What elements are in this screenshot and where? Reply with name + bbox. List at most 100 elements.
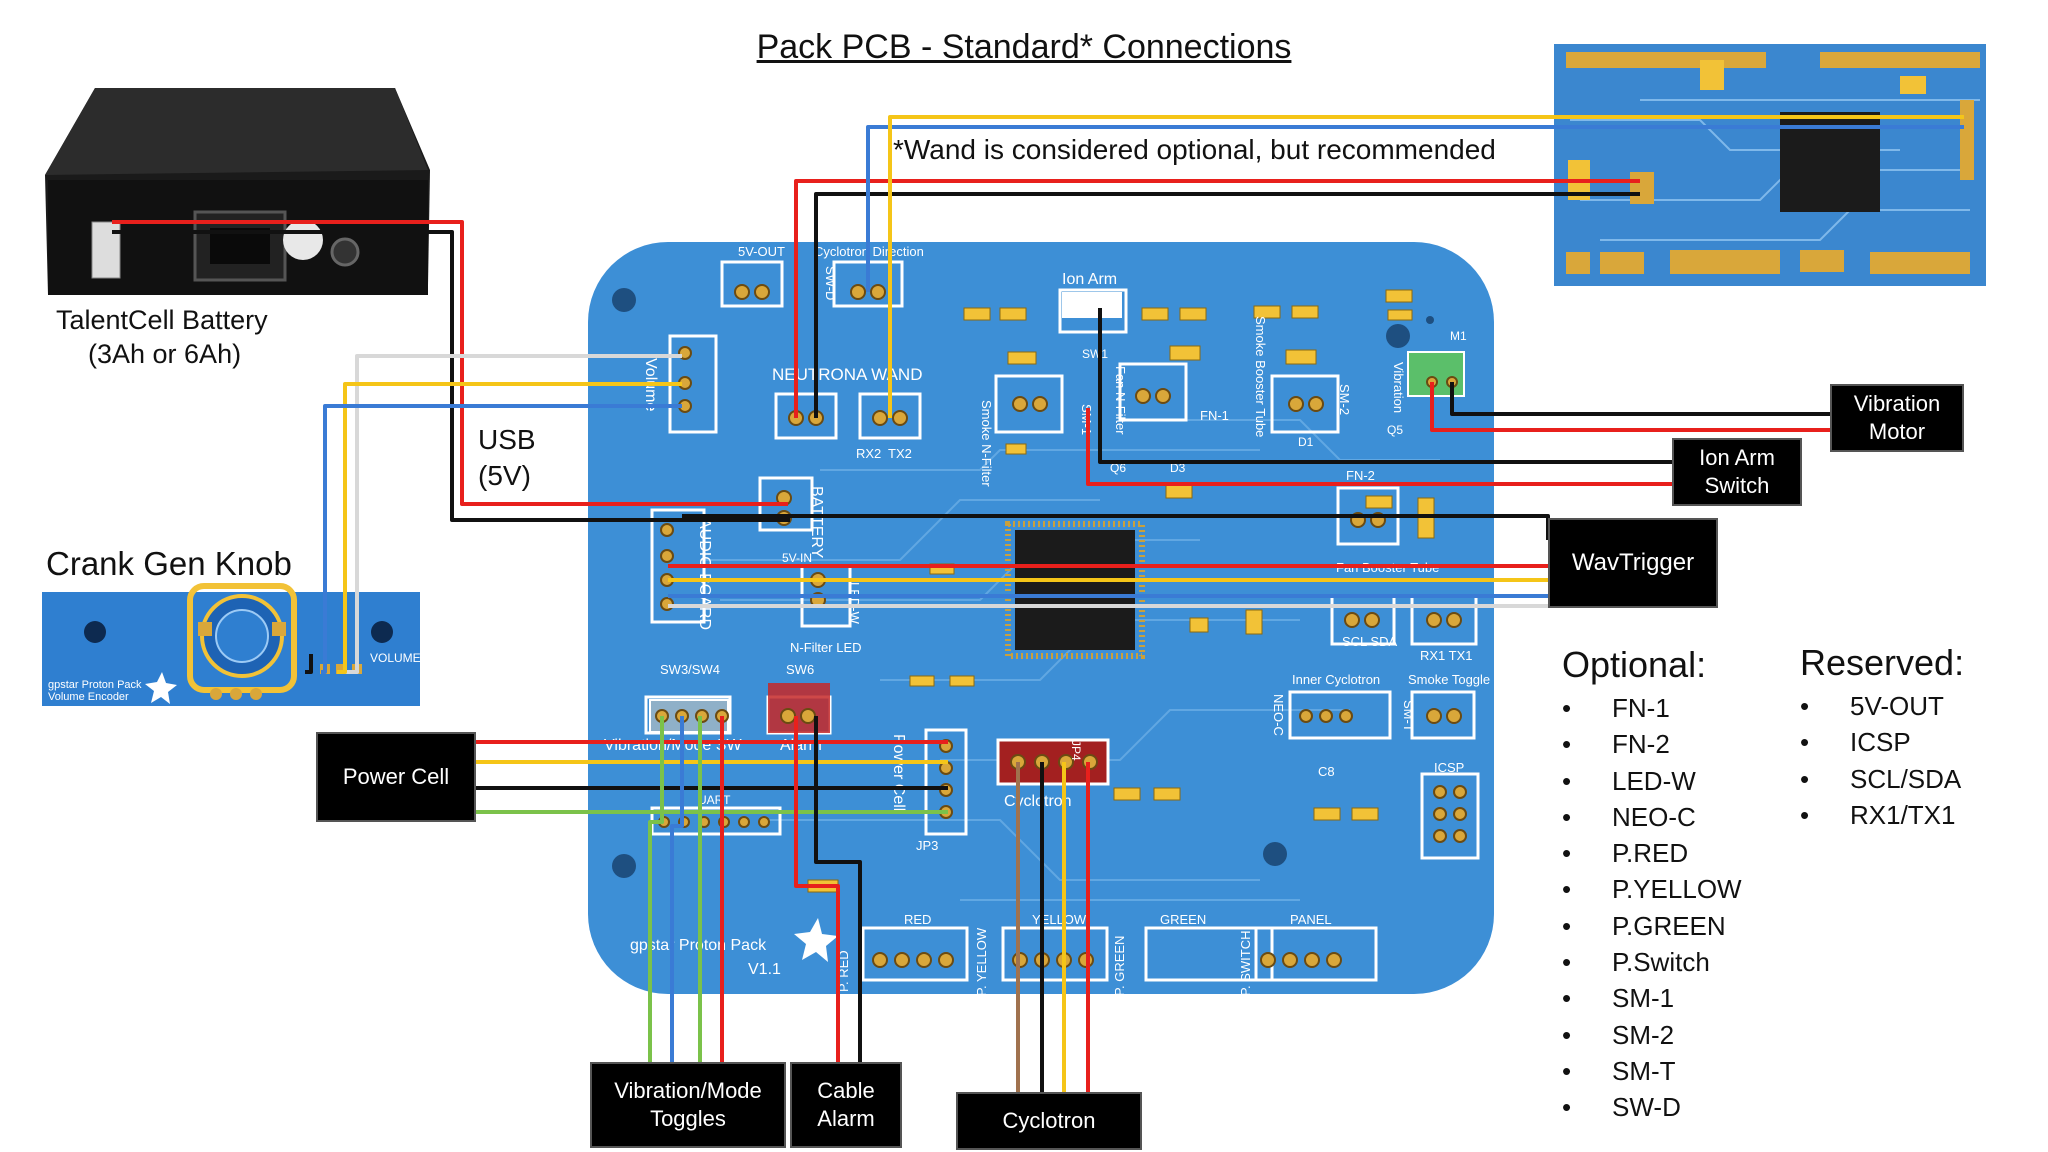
list-item: LED-W xyxy=(1562,763,1742,799)
power-cell-label: Power Cell xyxy=(342,764,450,789)
list-item: NEO-C xyxy=(1562,799,1742,835)
pcb-label-cyclotron: Cyclotron xyxy=(1004,793,1072,810)
list-item: SM-T xyxy=(1562,1053,1742,1089)
wire-toggle-green xyxy=(648,716,664,1070)
pcb-label-yellow: YELLOW xyxy=(1032,912,1087,927)
vibration-motor-line2: Motor xyxy=(1868,419,1926,444)
wire-battery-black xyxy=(112,230,790,522)
knob-board-brand2: Volume Encoder xyxy=(48,691,129,703)
knob-title: Crank Gen Knob xyxy=(46,545,292,582)
wire-wand-red xyxy=(794,179,1640,418)
wire-knob-black xyxy=(305,654,313,674)
pcb-label-n-filter-led: N-Filter LED xyxy=(790,640,862,655)
power-cell-box: Power Cell xyxy=(316,732,476,822)
list-item: SM-2 xyxy=(1562,1017,1742,1053)
pcb-label-rx1-tx1: RX1 TX1 xyxy=(1420,648,1473,663)
pcb-label-p-green: P. GREEN xyxy=(1112,936,1127,996)
knob-board-label: VOLUME xyxy=(370,651,421,665)
pcb-label-panel: PANEL xyxy=(1290,912,1332,927)
wires xyxy=(112,115,1964,1094)
pcb-label-green: GREEN xyxy=(1160,912,1206,927)
wire-ion-black xyxy=(1098,308,1672,464)
cyclotron-label: Cyclotron xyxy=(1002,1108,1096,1133)
list-item: P.YELLOW xyxy=(1562,871,1742,907)
knob-board-brand1: gpstar Proton Pack xyxy=(48,679,142,691)
pcb-label-d3: D3 xyxy=(1170,461,1186,475)
pcb-label-inner-cyclotron: Inner Cyclotron xyxy=(1292,672,1380,687)
pcb-label-battery: BATTERY xyxy=(808,486,825,559)
reserved-list: 5V-OUT ICSP SCL/SDA RX1/TX1 xyxy=(1800,688,1961,833)
wavtrigger-box: WavTrigger xyxy=(1548,518,1718,608)
pcb-label-smoke-toggle: Smoke Toggle xyxy=(1408,672,1490,687)
battery-name: TalentCell Battery xyxy=(56,305,268,335)
wire-toggle-blue xyxy=(670,716,684,1070)
reserved-title: Reserved: xyxy=(1800,642,1965,683)
wire-ion-red xyxy=(1086,408,1672,486)
pcb-label-sw1: SW1 xyxy=(1082,347,1108,361)
battery-capacity: (3Ah or 6Ah) xyxy=(88,339,242,369)
list-item: SCL/SDA xyxy=(1800,761,1961,797)
pcb-label-5v-out: 5V-OUT xyxy=(738,244,785,259)
cable-alarm-line2: Alarm xyxy=(817,1106,875,1131)
pcb-label-fn2: FN-2 xyxy=(1346,468,1375,483)
vibration-motor-line1: Vibration xyxy=(1853,391,1941,416)
pcb-label-q6: Q6 xyxy=(1110,461,1126,475)
pcb-version: V1.1 xyxy=(748,961,781,978)
pcb-label-sw-d: SW-D xyxy=(823,266,838,300)
pcb-label-m1: M1 xyxy=(1450,329,1467,343)
crank-gen-knob-board: VOLUME gpstar Proton Pack Volume Encoder xyxy=(42,583,421,706)
pcb-label-fn1: FN-1 xyxy=(1200,408,1229,423)
pcb-label-scl-sda: SCL SDA xyxy=(1342,634,1397,649)
wire-alarm-black xyxy=(814,716,862,1070)
list-item: P.RED xyxy=(1562,835,1742,871)
pcb-label-led-w: LED-W xyxy=(847,582,862,625)
pcb-label-p-yellow: P. YELLOW xyxy=(974,927,989,996)
optional-title: Optional: xyxy=(1562,644,1707,685)
pcb-label-jp4: JP4 xyxy=(1069,740,1083,761)
wire-wand-blue xyxy=(866,125,1964,292)
list-item: FN-2 xyxy=(1562,726,1742,762)
gpstar-logo-icon xyxy=(794,918,838,962)
list-item: RX1/TX1 xyxy=(1800,797,1961,833)
pcb-label-sw3-sw4: SW3/SW4 xyxy=(660,662,720,677)
list-item: SM-1 xyxy=(1562,980,1742,1016)
pcb-label-p-switch: P. SWITCH xyxy=(1238,931,1253,997)
pcb-label-5v-in: 5V-IN xyxy=(782,551,812,565)
vib-toggles-line2: Toggles xyxy=(650,1106,726,1131)
list-item: P.Switch xyxy=(1562,944,1742,980)
list-item: SW-D xyxy=(1562,1089,1742,1125)
pcb-label-sw6: SW6 xyxy=(786,662,814,677)
pcb-label-d1: D1 xyxy=(1298,435,1314,449)
cyclotron-box: Cyclotron xyxy=(956,1092,1142,1150)
pcb-label-neutrona-wand: NEUTRONA WAND xyxy=(772,365,923,384)
ion-arm-line1: Ion Arm xyxy=(1699,445,1775,470)
battery-image xyxy=(45,88,430,295)
cable-alarm-line1: Cable xyxy=(817,1078,875,1103)
wire-wand-yellow xyxy=(888,115,1964,418)
wand-pcb-image xyxy=(1554,44,1986,286)
pcb-label-sm-t: SM-T xyxy=(1401,700,1416,732)
ion-arm-line2: Switch xyxy=(1704,473,1770,498)
pcb-label-audio-board: AUDIO BOARD xyxy=(696,518,713,630)
wavtrigger-label: WavTrigger xyxy=(1571,549,1695,576)
list-item: FN-1 xyxy=(1562,690,1742,726)
pcb-label-sm2: SM-2 xyxy=(1337,384,1352,415)
wire-volume-white xyxy=(345,354,682,674)
pcb-label-neo-c: NEO-C xyxy=(1271,694,1286,736)
pcb-label-red: RED xyxy=(904,912,931,927)
usb-voltage: (5V) xyxy=(478,460,531,491)
pcb-label-smoke-booster: Smoke Booster Tube xyxy=(1253,316,1268,437)
list-item: P.GREEN xyxy=(1562,908,1742,944)
wire-wand-black xyxy=(814,192,1640,418)
pcb-label-c8: C8 xyxy=(1318,764,1335,779)
vib-toggles-line1: Vibration/Mode xyxy=(614,1078,762,1103)
wire-vib-motor-red xyxy=(1430,382,1830,432)
list-item: ICSP xyxy=(1800,724,1961,760)
knob-star-icon xyxy=(145,672,177,704)
pcb-label-q5: Q5 xyxy=(1387,423,1403,437)
pcb-label-ion-arm: Ion Arm xyxy=(1062,271,1117,288)
